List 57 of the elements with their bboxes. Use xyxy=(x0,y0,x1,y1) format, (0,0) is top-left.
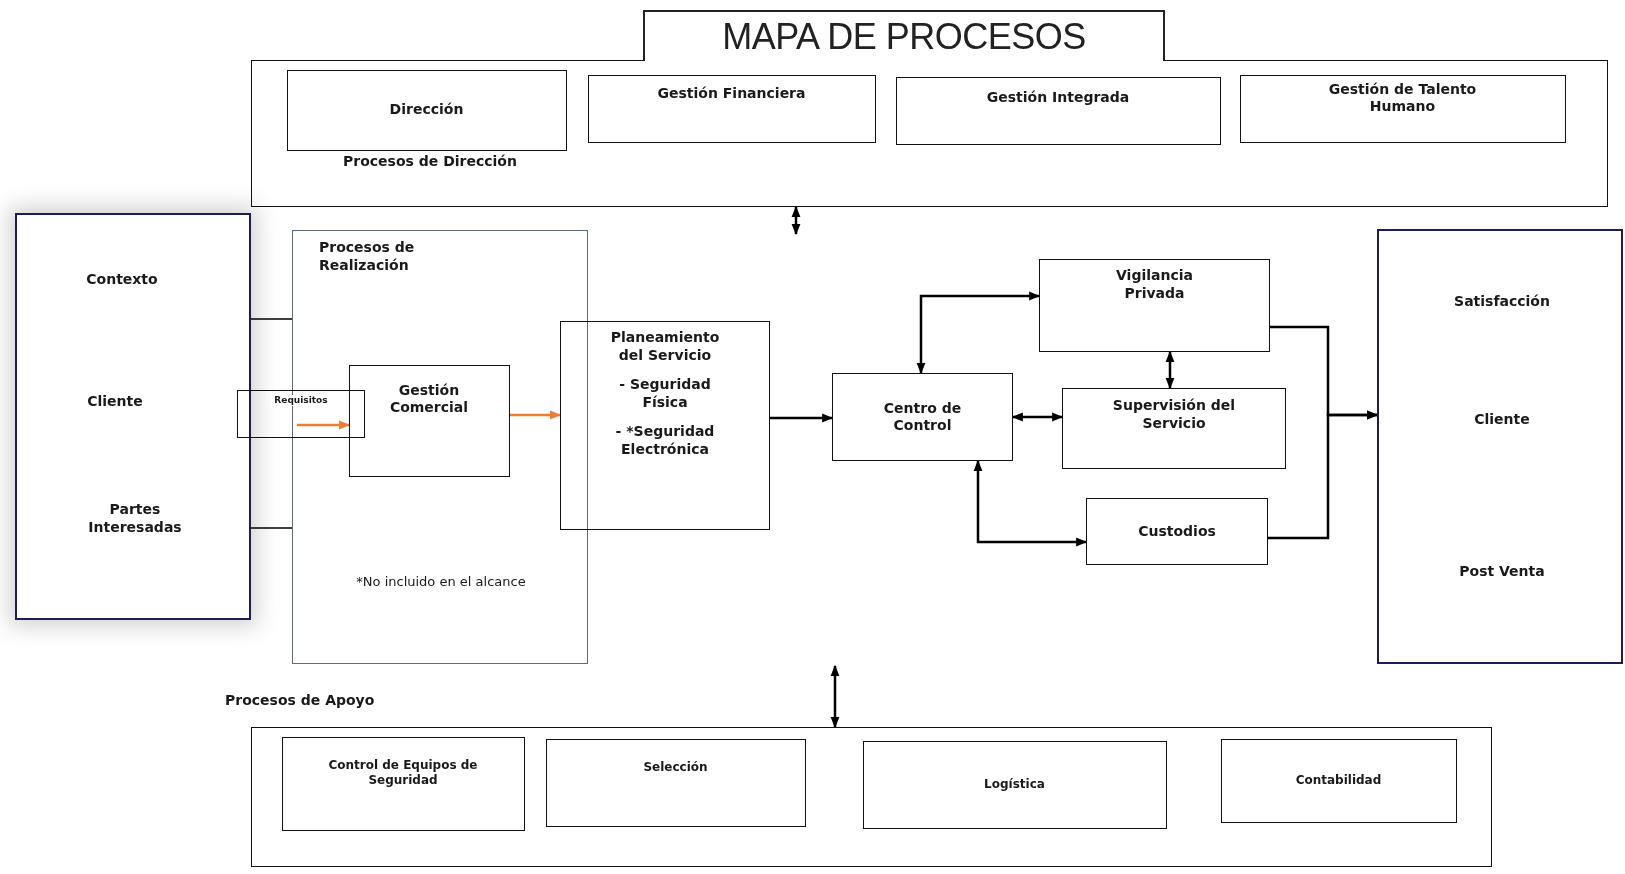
arrow xyxy=(770,413,834,423)
connector-line xyxy=(250,318,293,320)
box-label: Custodios xyxy=(1137,522,1217,541)
arrow xyxy=(830,664,840,729)
footnote: *No incluido en el alcance xyxy=(355,574,527,591)
connector-line xyxy=(250,527,293,529)
box-label: Selección xyxy=(642,759,709,775)
arrow xyxy=(510,410,562,420)
box-label: Satisfacción xyxy=(1453,293,1551,311)
process-box xyxy=(587,74,876,143)
group-heading: Procesos de Apoyo xyxy=(225,692,376,710)
arrow xyxy=(297,420,351,430)
box-label: Gestión Comercial xyxy=(388,381,470,417)
process-box xyxy=(286,69,567,151)
process-box xyxy=(545,738,806,827)
box-label: Contexto xyxy=(85,271,159,289)
box-label: Gestión Integrada xyxy=(985,88,1131,106)
arrow xyxy=(791,205,801,236)
group-heading: Procesos de Dirección xyxy=(342,153,518,171)
box-label: Contabilidad xyxy=(1294,773,1383,788)
process-box xyxy=(560,321,770,530)
process-box xyxy=(895,76,1221,145)
process-box xyxy=(1062,388,1286,469)
process-group-band xyxy=(251,60,1608,207)
arrow xyxy=(1165,350,1175,390)
requirements-tag xyxy=(237,390,365,438)
process-box xyxy=(1039,259,1270,352)
process-box xyxy=(832,373,1013,461)
box-label: Centro de Control xyxy=(882,399,963,435)
box-label: Planeamiento del Servicio xyxy=(609,329,721,364)
output-box xyxy=(1377,229,1623,664)
arrow xyxy=(1268,410,1379,540)
arrow xyxy=(973,459,1088,547)
input-box xyxy=(15,213,251,620)
process-box xyxy=(1086,498,1268,565)
process-box xyxy=(1239,74,1566,143)
box-label: - Seguridad Física xyxy=(618,376,712,411)
box-label: Dirección xyxy=(388,101,465,119)
process-box xyxy=(281,736,525,831)
box-label: Vigilancia Privada xyxy=(1115,267,1194,302)
box-label: - *Seguridad Electrónica xyxy=(614,423,716,458)
box-label: Post Venta xyxy=(1458,563,1546,581)
box-label: Gestión de Talento Humano xyxy=(1327,80,1478,116)
box-label: Cliente xyxy=(1473,411,1531,429)
box-label: Logística xyxy=(983,777,1046,792)
box-label: Cliente xyxy=(86,393,144,411)
diagram-title: MAPA DE PROCESOS xyxy=(643,10,1165,61)
process-box xyxy=(1220,738,1457,823)
group-heading: Procesos de Realización xyxy=(319,239,416,274)
box-label: Control de Equipos de Seguridad xyxy=(327,757,479,788)
arrow xyxy=(1011,412,1064,422)
box-label: Gestión Financiera xyxy=(656,84,807,102)
box-label: Supervisión del Servicio xyxy=(1111,397,1237,432)
box-label: Partes Interesadas xyxy=(87,501,183,536)
process-box xyxy=(348,364,510,477)
process-box xyxy=(862,740,1167,829)
arrow xyxy=(916,291,1041,375)
